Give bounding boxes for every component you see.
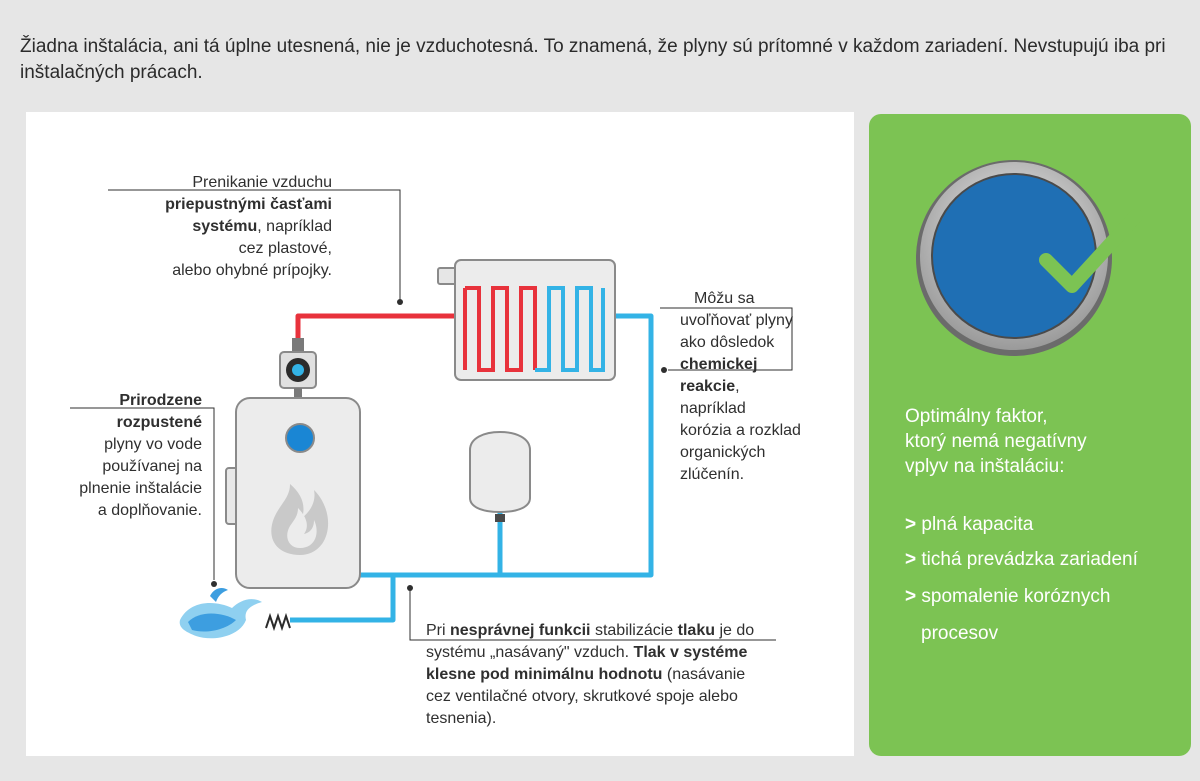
expansion-vessel-icon bbox=[469, 430, 531, 522]
label-line: a doplňovanie. bbox=[97, 502, 202, 519]
boiler-icon bbox=[225, 397, 361, 589]
label-line: priepustnými časťami bbox=[110, 194, 332, 216]
label-line: systému, napríklad bbox=[110, 216, 332, 238]
label-text: stabilizácie bbox=[590, 622, 678, 639]
hot-pipes bbox=[295, 313, 455, 345]
label-bold: klesne pod minimálnu hodnotu bbox=[426, 666, 663, 683]
label-bold: Prirodzene bbox=[119, 392, 202, 409]
heading-line: ktorý nemá negatívny bbox=[905, 431, 1087, 452]
label-line: ako dôsledok bbox=[680, 334, 775, 351]
label-bold: reakcie bbox=[680, 378, 736, 395]
leader-lines bbox=[70, 189, 793, 641]
label-text: , bbox=[735, 378, 740, 395]
label-bold: rozpustené bbox=[116, 414, 202, 431]
label-line: napríklad bbox=[680, 400, 746, 417]
label-line: alebo ohybné prípojky. bbox=[172, 262, 332, 279]
label-text: , napríklad bbox=[257, 218, 332, 235]
list-item: > spomalenie koróznych bbox=[905, 584, 1185, 609]
bullet-marker: > bbox=[905, 549, 917, 570]
label-line: korózia a rozklad bbox=[680, 422, 801, 439]
label-line: používanej na bbox=[102, 458, 202, 475]
label-bold: priepustnými časťami bbox=[165, 196, 332, 213]
label-line: klesne pod minimálnu hodnotu (nasávanie bbox=[426, 664, 826, 686]
label-line: plyny vo vode bbox=[104, 436, 202, 453]
label-line: Môžu sa bbox=[694, 290, 755, 307]
label-line: Pri nesprávnej funkcii stabilizácie tlak… bbox=[426, 620, 826, 642]
label-line: organických bbox=[680, 444, 766, 461]
list-item: > plná kapacita bbox=[905, 512, 1185, 537]
bullet-marker: > bbox=[905, 586, 917, 607]
label-line: Prirodzene bbox=[40, 390, 202, 412]
label-bold: nesprávnej funkcii bbox=[450, 622, 591, 639]
bullet-marker: > bbox=[905, 514, 917, 535]
label-line: reakcie, bbox=[680, 376, 850, 398]
optimal-factor-heading: Optimálny faktor, ktorý nemá negatívny v… bbox=[905, 404, 1165, 479]
label-bold: Tlak v systéme bbox=[633, 644, 748, 661]
leader-dots bbox=[211, 299, 667, 591]
label-pressure-drop: Pri nesprávnej funkcii stabilizácie tlak… bbox=[426, 620, 826, 730]
label-text: Pri bbox=[426, 622, 450, 639]
label-line: cez ventilačné otvory, skrutkové spoje a… bbox=[426, 688, 738, 705]
label-line: cez plastové, bbox=[238, 240, 332, 257]
label-dissolved-gases: Prirodzene rozpustené plyny vo vode použ… bbox=[40, 390, 202, 522]
label-air-penetration: Prenikanie vzduchu priepustnými časťami … bbox=[110, 172, 332, 282]
intro-text: Žiadna inštalácia, ani tá úplne utesnená… bbox=[20, 36, 1166, 83]
label-line: Prenikanie vzduchu bbox=[192, 174, 332, 191]
checkmark-icon bbox=[1039, 209, 1143, 293]
label-line: uvoľňovať plyny bbox=[680, 312, 793, 329]
label-line: tesnenia). bbox=[426, 710, 497, 727]
list-item-label: spomalenie koróznych bbox=[921, 586, 1111, 607]
label-text: je do bbox=[715, 622, 755, 639]
diagram-panel bbox=[26, 112, 854, 756]
label-bold: tlaku bbox=[677, 622, 715, 639]
heading-line: vplyv na inštaláciu: bbox=[905, 456, 1065, 477]
label-line: zlúčenín. bbox=[680, 466, 745, 483]
label-bold: chemickej bbox=[680, 356, 758, 373]
pump-icon bbox=[279, 338, 317, 400]
list-item: > tichá prevádzka zariadení bbox=[905, 547, 1185, 572]
label-text: (nasávanie bbox=[662, 666, 746, 683]
label-line: systému „nasávaný" vzduch. Tlak v systém… bbox=[426, 642, 826, 664]
list-item-label: tichá prevádzka zariadení bbox=[921, 549, 1138, 570]
list-item-label: plná kapacita bbox=[921, 514, 1034, 535]
list-item-continuation: procesov bbox=[921, 621, 1181, 646]
label-line: chemickej bbox=[680, 354, 850, 376]
radiator-icon bbox=[437, 259, 616, 381]
heating-system-diagram bbox=[70, 189, 793, 641]
label-text: systému „nasávaný" vzduch. bbox=[426, 644, 634, 661]
label-chemical-reaction: Môžu sa uvoľňovať plyny ako dôsledok che… bbox=[680, 288, 850, 486]
water-splash-icon bbox=[179, 588, 291, 639]
label-line: rozpustené bbox=[40, 412, 202, 434]
list-item-label: procesov bbox=[921, 623, 999, 644]
label-line: plnenie inštalácie bbox=[79, 480, 202, 497]
label-bold: systému bbox=[192, 218, 258, 235]
cold-pipes bbox=[290, 313, 654, 623]
heading-line: Optimálny faktor, bbox=[905, 406, 1048, 427]
water-check-badge bbox=[916, 160, 1143, 356]
